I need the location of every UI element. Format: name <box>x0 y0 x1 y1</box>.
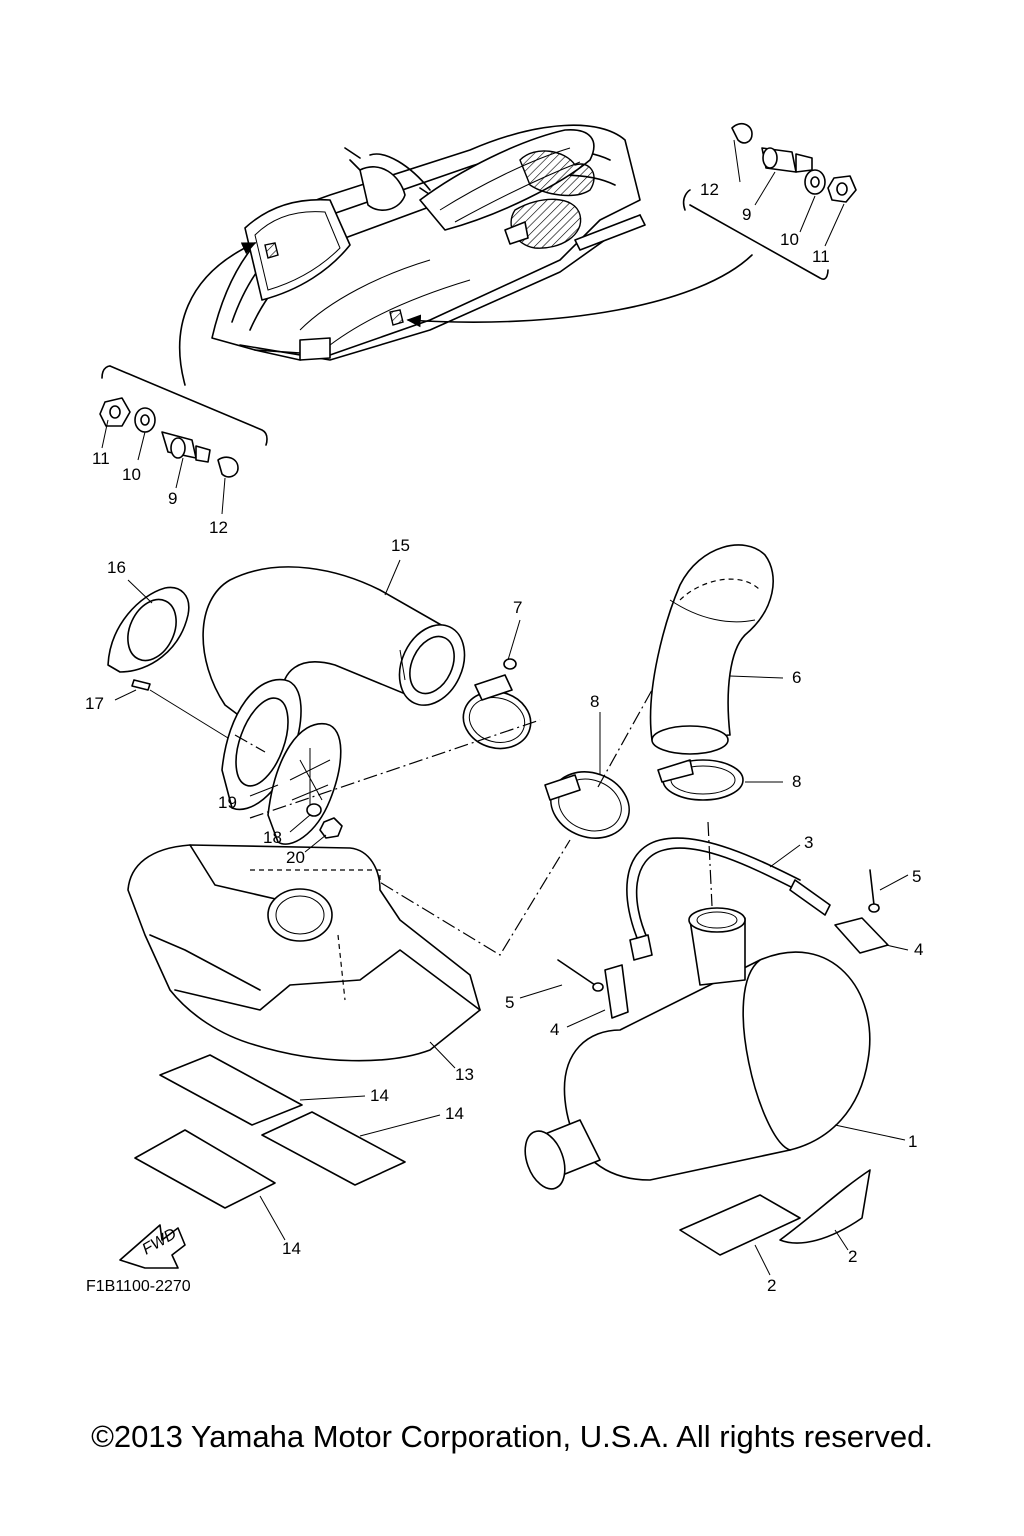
callout-13: 13 <box>455 1065 474 1084</box>
pad-2-a <box>679 1194 801 1256</box>
callout-9: 9 <box>742 205 751 224</box>
callout-8: 8 <box>792 772 801 791</box>
clamp-8-left <box>544 771 630 839</box>
callout-12: 12 <box>209 518 228 537</box>
arrow-left-hardware <box>178 242 257 386</box>
callout-15: 15 <box>391 536 410 555</box>
callout-10: 10 <box>780 230 799 249</box>
drawing-code: F1B1100-2270 <box>86 1278 191 1295</box>
muffler-1 <box>524 907 871 1190</box>
exhaust-pipe-6 <box>649 544 774 755</box>
copyright-notice: ©2013 Yamaha Motor Corporation, U.S.A. A… <box>91 1419 933 1454</box>
pad-14-b <box>261 1111 406 1186</box>
nut-20 <box>319 817 343 839</box>
callout-11: 11 <box>812 247 830 266</box>
callout-5: 5 <box>505 993 514 1012</box>
callout-17: 17 <box>85 694 104 713</box>
callout-14: 14 <box>282 1239 301 1258</box>
callout-14: 14 <box>445 1104 464 1123</box>
rivet-5-left <box>557 959 596 986</box>
leader-lines <box>101 139 909 1276</box>
callout-3: 3 <box>804 833 813 852</box>
callout-labels: 12 9 10 11 11 10 9 12 15 16 7 6 17 8 8 1… <box>85 180 923 1295</box>
bracket-4-right <box>834 917 889 954</box>
callout-4: 4 <box>550 1020 559 1039</box>
callout-7: 7 <box>513 598 522 617</box>
callout-14: 14 <box>370 1086 389 1105</box>
callout-1: 1 <box>908 1132 917 1151</box>
strap-3 <box>626 837 831 961</box>
gasket-16 <box>107 586 190 673</box>
washer-18 <box>306 803 322 817</box>
callout-9: 9 <box>168 489 177 508</box>
callout-11: 11 <box>92 449 110 468</box>
callout-2: 2 <box>767 1276 776 1295</box>
callout-2: 2 <box>848 1247 857 1266</box>
callout-12: 12 <box>700 180 719 199</box>
arrow-right-hardware <box>406 254 753 328</box>
callout-10: 10 <box>122 465 141 484</box>
watercraft-illustration <box>211 124 646 361</box>
clamp-7 <box>462 658 532 750</box>
callout-16: 16 <box>107 558 126 577</box>
callout-8: 8 <box>590 692 599 711</box>
callout-18: 18 <box>263 828 282 847</box>
flange-19 <box>221 678 342 845</box>
fwd-arrow-icon: FWD <box>119 1224 186 1269</box>
callout-4: 4 <box>914 940 923 959</box>
callout-5: 5 <box>912 867 921 886</box>
callout-20: 20 <box>286 848 305 867</box>
bracket-4-left <box>604 964 629 1019</box>
tank-13 <box>127 844 481 1062</box>
clamp-8-right <box>657 759 744 801</box>
rivet-5-right <box>869 869 879 906</box>
pad-14-a <box>159 1054 303 1126</box>
callout-6: 6 <box>792 668 801 687</box>
stud-17 <box>131 679 151 691</box>
left-hardware-group <box>99 365 268 478</box>
callout-19: 19 <box>218 793 237 812</box>
pad-2-b <box>779 1169 871 1244</box>
right-hardware-group <box>682 122 857 280</box>
pad-14-c <box>134 1129 276 1209</box>
